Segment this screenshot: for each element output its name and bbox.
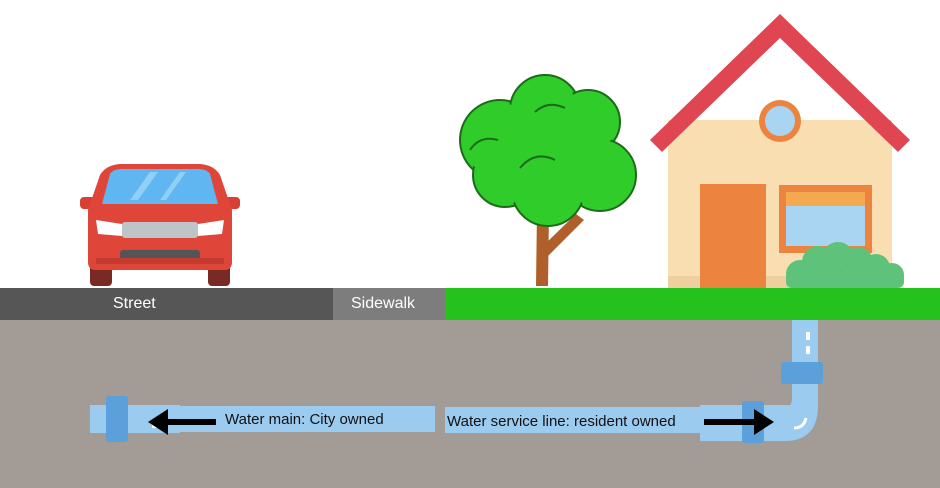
street-strip: [0, 288, 333, 320]
arrow-left-icon: [148, 409, 216, 435]
shrub-icon: [786, 242, 904, 288]
arrow-right-icon: [704, 409, 774, 435]
car-icon: [80, 164, 240, 286]
tree-icon: [459, 74, 637, 286]
soil: [0, 320, 940, 488]
street-label: Street: [113, 295, 156, 312]
service-line-label: Water service line: resident owned: [447, 413, 676, 430]
sidewalk-strip: [333, 288, 445, 320]
water-main-pipe: [90, 396, 435, 442]
sidewalk-label: Sidewalk: [351, 295, 416, 312]
service-line-pipe: [445, 320, 823, 443]
water-main-label: Water main: City owned: [225, 411, 384, 428]
grass-strip: [445, 288, 940, 320]
